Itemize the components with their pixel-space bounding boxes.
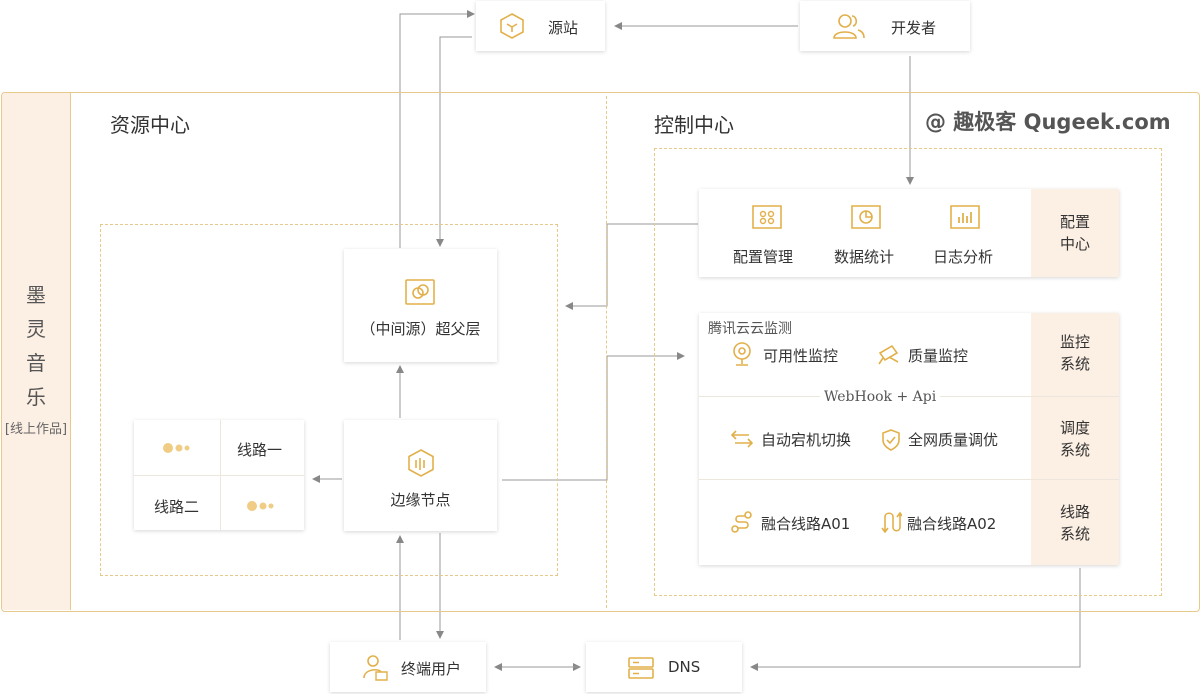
route-a01-label[interactable]: 融合线路A01 bbox=[761, 515, 851, 533]
availability-label[interactable]: 可用性监控 bbox=[763, 347, 839, 365]
config-side-line1: 配置 bbox=[1059, 213, 1090, 231]
route-path-icon bbox=[731, 511, 753, 533]
arrow-route-to-dns bbox=[750, 568, 1081, 671]
brand-char: 墨 bbox=[26, 283, 46, 307]
config-item[interactable]: 日志分析 bbox=[933, 248, 994, 266]
arrow-config-to-super bbox=[565, 223, 698, 310]
arrow-edge-to-monitor bbox=[502, 352, 685, 481]
layers-icon bbox=[405, 279, 435, 305]
global-tune-label[interactable]: 全网质量调优 bbox=[908, 431, 999, 449]
auto-switch-label[interactable]: 自动宕机切换 bbox=[761, 431, 852, 449]
route-a02-label[interactable]: 融合线路A02 bbox=[907, 515, 997, 533]
side-tune-line1: 调度 bbox=[1059, 419, 1090, 437]
config-item[interactable]: 配置管理 bbox=[733, 248, 794, 266]
dns-node[interactable]: DNS bbox=[586, 642, 742, 692]
resource-center-title: 资源中心 bbox=[110, 113, 190, 137]
routes-grid-hline bbox=[134, 475, 304, 476]
shield-check-icon bbox=[881, 429, 901, 451]
super-parent-label: （中间源）超父层 bbox=[360, 320, 481, 338]
brand-chars: 墨 灵 音 乐 bbox=[2, 278, 70, 414]
watermark: @ 趣极客 Qugeek.com bbox=[925, 110, 1171, 134]
brand-band bbox=[2, 93, 71, 610]
control-inner-frame bbox=[654, 148, 1162, 596]
user-terminal-icon bbox=[363, 654, 389, 682]
developer-node[interactable]: 开发者 bbox=[800, 1, 970, 51]
monitor-divider-2 bbox=[699, 479, 1119, 480]
bar-chart-icon bbox=[950, 205, 980, 231]
grid-panel-icon bbox=[752, 205, 782, 231]
super-parent-node[interactable]: （中间源）超父层 bbox=[344, 249, 497, 362]
control-center-title: 控制中心 bbox=[654, 113, 734, 137]
end-user-node[interactable]: 终端用户 bbox=[330, 642, 486, 692]
box-icon bbox=[498, 12, 526, 40]
section-divider bbox=[606, 96, 607, 608]
config-item[interactable]: 数据统计 bbox=[834, 248, 895, 266]
webhook-label: WebHook + Api bbox=[820, 389, 941, 405]
side-tune: 调度 系统 bbox=[1031, 417, 1119, 461]
cctv-icon bbox=[877, 343, 901, 365]
brand-char: 灵 bbox=[26, 317, 46, 341]
config-side-line2: 中心 bbox=[1059, 235, 1090, 253]
end-user-label: 终端用户 bbox=[401, 660, 462, 678]
side-tune-line2: 系统 bbox=[1059, 441, 1090, 459]
monitor-panel: 腾讯云云监测 可用性监控 质量监控 监控 系统 WebHook + Api 自动… bbox=[699, 313, 1119, 565]
dns-label: DNS bbox=[668, 658, 701, 676]
resource-inner-frame bbox=[100, 224, 558, 576]
brand-note: [线上作品] bbox=[4, 422, 68, 437]
webcam-icon bbox=[731, 341, 753, 367]
arrow-super-to-origin bbox=[399, 10, 475, 248]
brand-char: 音 bbox=[26, 351, 46, 375]
route-two-label: 线路二 bbox=[154, 498, 200, 516]
dots-icon bbox=[163, 443, 190, 453]
route-one-label: 线路一 bbox=[237, 441, 283, 459]
side-monitor-line1: 监控 bbox=[1059, 333, 1090, 351]
server-icon bbox=[628, 657, 654, 679]
u-turn-icon bbox=[880, 511, 902, 533]
dots-icon bbox=[247, 501, 274, 511]
arrow-origin-to-super bbox=[436, 36, 472, 247]
brand-char: 乐 bbox=[26, 385, 46, 409]
side-route-line1: 线路 bbox=[1059, 503, 1090, 521]
config-side: 配置 中心 bbox=[1031, 189, 1119, 277]
edge-node-label: 边缘节点 bbox=[390, 491, 451, 509]
side-monitor: 监控 系统 bbox=[1031, 331, 1119, 375]
quality-label[interactable]: 质量监控 bbox=[908, 347, 969, 365]
side-route-line2: 系统 bbox=[1059, 525, 1090, 543]
side-route: 线路 系统 bbox=[1031, 501, 1119, 545]
monitor-caption: 腾讯云云监测 bbox=[708, 321, 792, 337]
routes-grid: 线路一 线路二 bbox=[134, 420, 304, 530]
edge-node[interactable]: 边缘节点 bbox=[344, 420, 497, 531]
developer-label: 开发者 bbox=[891, 19, 937, 37]
origin-node[interactable]: 源站 bbox=[476, 1, 605, 51]
pie-chart-icon bbox=[851, 205, 881, 231]
origin-label: 源站 bbox=[548, 19, 579, 37]
monitor-side bbox=[1031, 313, 1119, 565]
side-monitor-line2: 系统 bbox=[1059, 355, 1090, 373]
users-icon bbox=[832, 13, 866, 39]
cube-icon bbox=[406, 448, 436, 478]
config-panel: 配置 中心 配置管理 数据统计 日志分析 bbox=[699, 189, 1119, 277]
swap-arrows-icon bbox=[731, 430, 753, 448]
